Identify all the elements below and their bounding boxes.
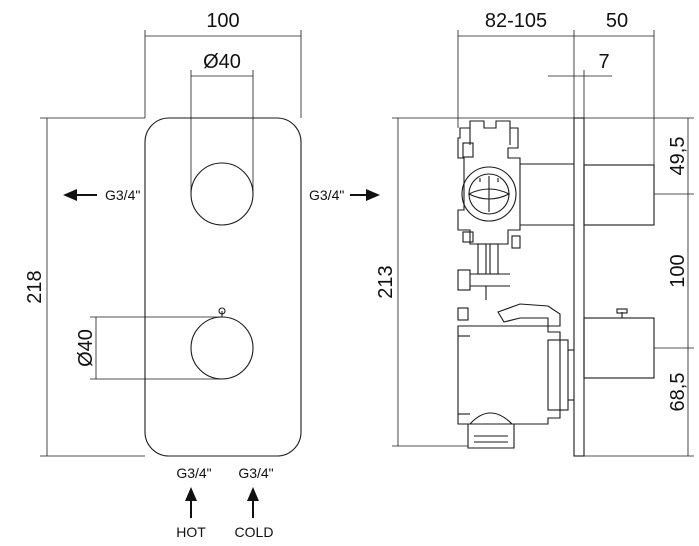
width-dimension: 100 — [206, 10, 239, 32]
depth-dimension: 82-105 — [485, 10, 547, 32]
hot-inlet-arrow-icon — [185, 487, 197, 518]
handle-spacing-dimension: 100 — [667, 254, 689, 287]
upper-handle-dimension: Ø40 — [203, 51, 241, 73]
lower-handle — [190, 316, 254, 380]
cold-inlet-arrow-icon — [247, 487, 259, 518]
height-dimension: 218 — [24, 270, 46, 303]
side-view: 82-105 50 7 213 49,5 100 68,5 — [375, 10, 694, 457]
left-port-arrow-icon — [63, 189, 97, 201]
upper-offset-dimension: 49,5 — [667, 137, 689, 176]
lower-offset-dimension: 68,5 — [667, 373, 689, 412]
lower-handle-side — [583, 317, 655, 379]
upper-handle — [190, 162, 254, 226]
cold-port-thread: G3/4" — [238, 465, 273, 481]
lower-handle-dimension: Ø40 — [75, 329, 97, 367]
right-port-label: G3/4" — [309, 187, 344, 203]
upper-handle-side — [583, 164, 655, 226]
left-port-label: G3/4" — [105, 187, 140, 203]
front-cover-plate — [144, 117, 302, 457]
plate-thickness-dimension: 7 — [598, 51, 609, 73]
hot-port-label: HOT — [176, 524, 206, 540]
valve-body — [457, 120, 574, 449]
side-height-dimension: 213 — [375, 265, 397, 298]
handle-depth-dimension: 50 — [606, 10, 628, 32]
right-port-arrow-icon — [350, 189, 380, 201]
hot-port-thread: G3/4" — [176, 465, 211, 481]
lower-handle-indicator-dot — [218, 307, 226, 315]
cold-port-label: COLD — [235, 524, 274, 540]
side-mounting-plate — [573, 117, 585, 457]
front-view: 100 Ø40 218 Ø40 G3/4" G3/4" G3/4" — [24, 10, 380, 540]
